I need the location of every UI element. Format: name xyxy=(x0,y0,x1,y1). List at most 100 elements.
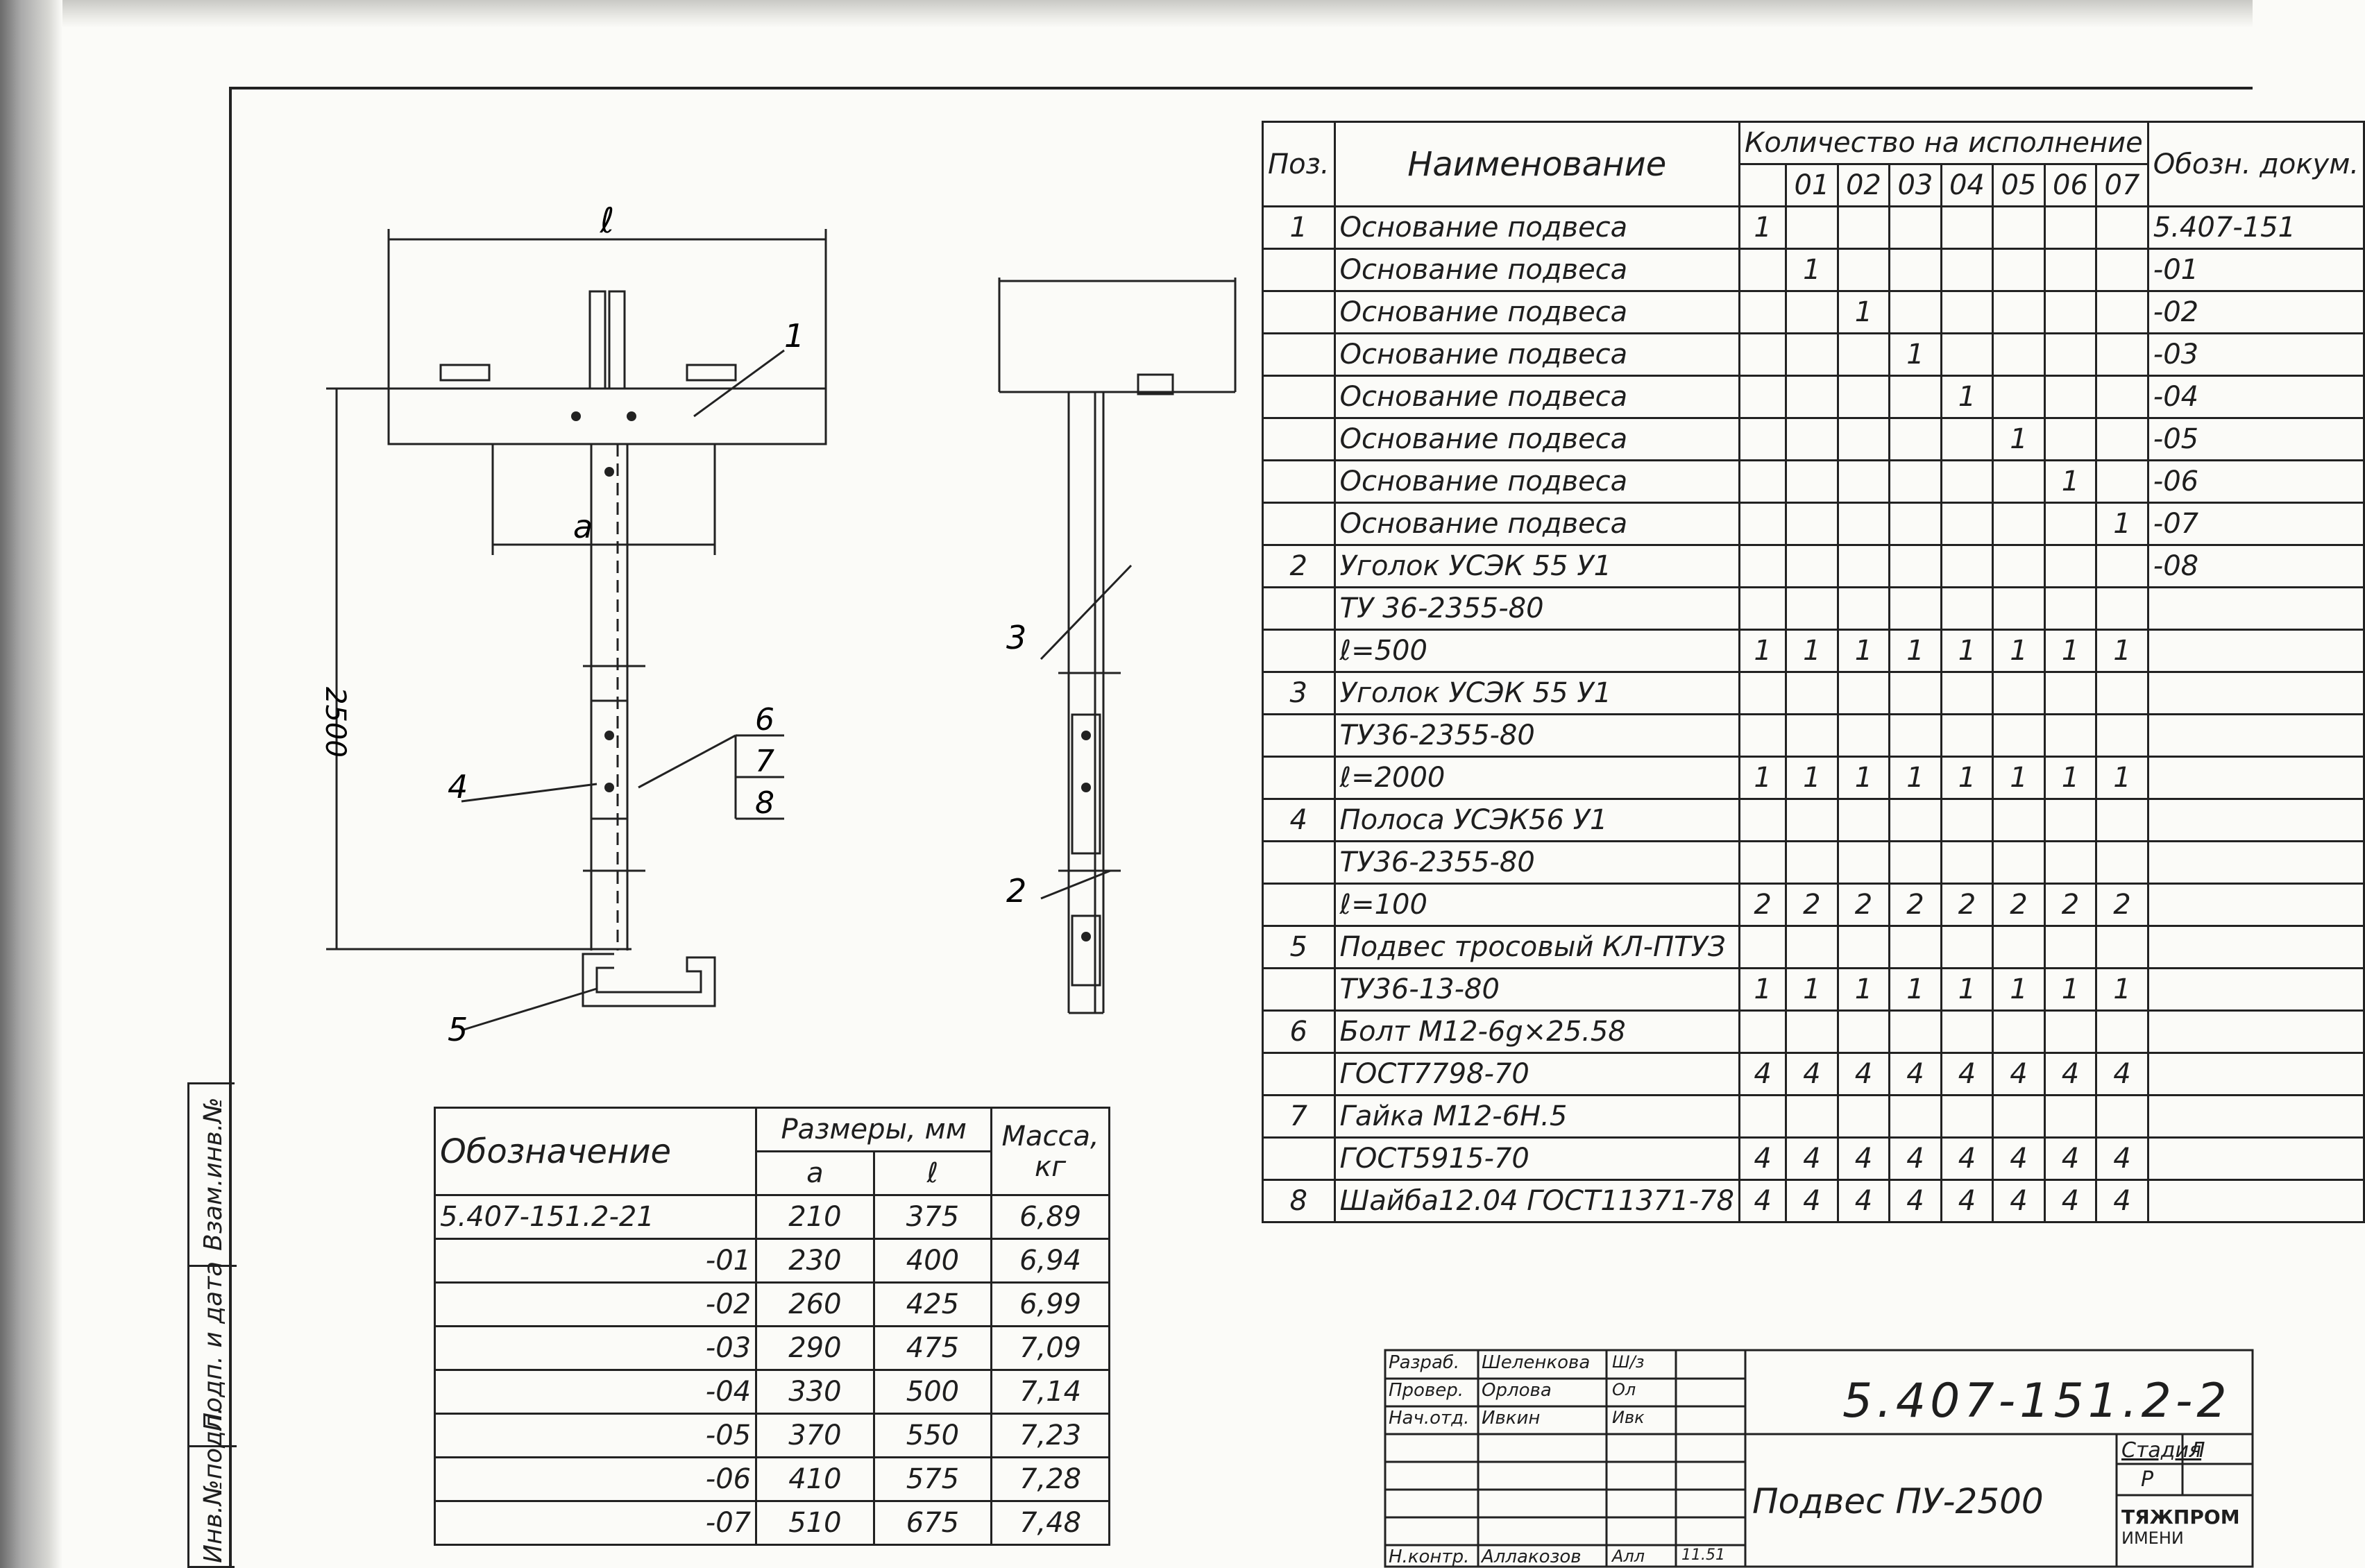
spec-name: Основание подвеса xyxy=(1333,375,1740,419)
signature-date: 11.51 xyxy=(1681,1546,1725,1564)
spec-qty xyxy=(2095,459,2149,504)
spec-name: Основание подвеса xyxy=(1333,417,1740,461)
spec-qty xyxy=(1992,586,2046,631)
sizes-designation: -05 xyxy=(433,1413,758,1458)
spec-qty: 1 xyxy=(1888,756,1942,800)
spec-qty xyxy=(2043,544,2098,588)
spec-qty xyxy=(2095,840,2149,885)
spec-qty xyxy=(1888,1009,1942,1054)
drawing-frame xyxy=(229,87,2253,1568)
spec-qty xyxy=(1836,798,1891,842)
spec-qty xyxy=(2043,205,2098,250)
spec-qty xyxy=(1992,502,2046,546)
spec-qty: 1 xyxy=(1888,332,1942,377)
spec-name: ГОСТ5915-70 xyxy=(1333,1136,1740,1181)
sizes-header-row: Обозначение Размеры, мм Масса, кг xyxy=(433,1107,1110,1196)
spec-qty: 1 xyxy=(1738,756,1788,800)
signature-name: Шеленкова xyxy=(1482,1352,1591,1373)
sizes-designation: -07 xyxy=(433,1500,758,1546)
spec-pos xyxy=(1262,1136,1336,1181)
spec-qty xyxy=(1785,205,1839,250)
spec-qty xyxy=(1836,502,1891,546)
spec-pos xyxy=(1262,713,1336,758)
spec-qty xyxy=(1785,671,1839,715)
spec-pos: 7 xyxy=(1262,1094,1336,1139)
spec-qty xyxy=(1785,459,1839,504)
spec-qty xyxy=(1738,290,1788,334)
spec-qty: 2 xyxy=(1940,883,1994,927)
spec-doc xyxy=(2146,756,2365,800)
variant-col-header: 01 xyxy=(1785,163,1839,207)
spec-doc xyxy=(2146,629,2365,673)
spec-qty xyxy=(1836,713,1891,758)
spec-qty: 4 xyxy=(1940,1179,1994,1223)
spec-pos: 4 xyxy=(1262,798,1336,842)
spec-qty: 4 xyxy=(1992,1136,2046,1181)
spec-qty xyxy=(2043,417,2098,461)
spec-qty: 1 xyxy=(2043,967,2098,1012)
sizes-header-designation: Обозначение xyxy=(433,1107,758,1196)
spec-pos xyxy=(1262,417,1336,461)
spec-qty xyxy=(1888,290,1942,334)
spec-qty xyxy=(1738,840,1788,885)
spec-qty xyxy=(1888,544,1942,588)
spec-qty xyxy=(1940,925,1994,969)
spec-pos xyxy=(1262,967,1336,1012)
spec-qty xyxy=(1738,332,1788,377)
product-name: Подвес ПУ-2500 xyxy=(1752,1481,2044,1522)
sizes-subheader-row: a ℓ xyxy=(435,1150,1110,1196)
sizes-mass: 6,89 xyxy=(990,1194,1110,1240)
spec-doc: -03 xyxy=(2146,332,2365,377)
spec-qty xyxy=(1992,332,2046,377)
front-view-drawing: ℓ a 2500 1 4 5 6 7 8 xyxy=(319,201,827,1048)
spec-qty xyxy=(1940,290,1994,334)
sizes-mass: 6,99 xyxy=(990,1281,1110,1327)
sizes-a: 370 xyxy=(755,1413,875,1458)
spec-name: Полоса УСЭК56 У1 xyxy=(1333,798,1740,842)
spec-qty: 2 xyxy=(2043,883,2098,927)
spec-name: ℓ=100 xyxy=(1333,883,1740,927)
spec-qty xyxy=(2043,713,2098,758)
spec-qty xyxy=(1940,332,1994,377)
callout-5: 5 xyxy=(448,1011,468,1048)
side-stamp: Взам.инв.№ Подп. и дата Инв.№подл. xyxy=(187,1082,237,1568)
spec-qty xyxy=(1836,332,1891,377)
spec-qty xyxy=(1836,1009,1891,1054)
spec-qty xyxy=(1940,459,1994,504)
spec-qty xyxy=(1785,332,1839,377)
spec-qty xyxy=(2043,1009,2098,1054)
spec-doc xyxy=(2146,798,2365,842)
spec-doc: -06 xyxy=(2146,459,2365,504)
spec-pos xyxy=(1262,459,1336,504)
spec-qty xyxy=(2095,586,2149,631)
signature-name: Ивкин xyxy=(1482,1408,1541,1429)
sizes-l: 375 xyxy=(872,1194,993,1240)
spec-doc xyxy=(2146,586,2365,631)
spec-qty xyxy=(1992,713,2046,758)
sizes-table: Обозначение Размеры, мм Масса, кг a ℓ 5.… xyxy=(433,1107,1110,1546)
spec-qty xyxy=(1785,798,1839,842)
callout-8: 8 xyxy=(755,785,774,821)
spec-qty xyxy=(2095,1094,2149,1139)
dim-length-label: ℓ xyxy=(600,201,615,241)
spec-qty xyxy=(1785,1094,1839,1139)
spec-name: Шайба12.04 ГОСТ11371-78 xyxy=(1333,1179,1740,1223)
spec-qty xyxy=(1992,290,2046,334)
spec-qty xyxy=(1738,375,1788,419)
sizes-l: 550 xyxy=(872,1413,993,1458)
spec-qty xyxy=(1738,1009,1788,1054)
spec-qty xyxy=(1738,459,1788,504)
spec-qty xyxy=(1992,248,2046,292)
spec-qty xyxy=(1888,1094,1942,1139)
spec-qty xyxy=(2043,332,2098,377)
spec-qty xyxy=(1992,798,2046,842)
spec-doc xyxy=(2146,883,2365,927)
spec-qty xyxy=(1992,544,2046,588)
spec-qty: 1 xyxy=(1940,629,1994,673)
